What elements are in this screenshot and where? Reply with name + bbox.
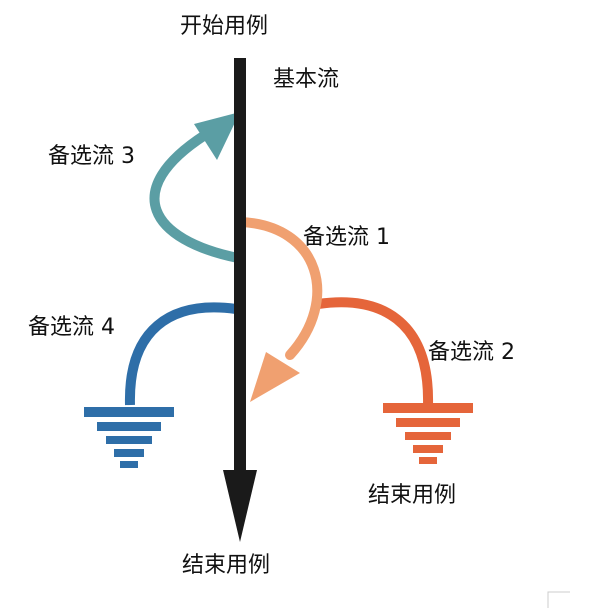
end-ground-symbol-left bbox=[84, 407, 174, 468]
alt-flow-2-branch bbox=[317, 297, 434, 406]
start-use-case-label: 开始用例 bbox=[180, 14, 268, 39]
alt-flow-3-label: 备选流 3 bbox=[48, 144, 135, 169]
basic-flow-arrow bbox=[223, 58, 257, 542]
alt-flow-4-label: 备选流 4 bbox=[28, 315, 115, 340]
basic-flow-label: 基本流 bbox=[273, 67, 339, 92]
corner-mark bbox=[547, 591, 570, 608]
alt-flow-2-label: 备选流 2 bbox=[428, 340, 515, 365]
end-ground-symbol-right bbox=[383, 403, 473, 464]
alt-flow-1-label: 备选流 1 bbox=[303, 225, 390, 250]
end-use-case-bottom-label: 结束用例 bbox=[182, 553, 270, 578]
end-use-case-side-label: 结束用例 bbox=[368, 483, 456, 508]
alt-flow-1-arrow bbox=[235, 217, 323, 402]
alt-flow-4-branch bbox=[124, 302, 237, 406]
alt-flow-3-arrow bbox=[149, 112, 243, 263]
